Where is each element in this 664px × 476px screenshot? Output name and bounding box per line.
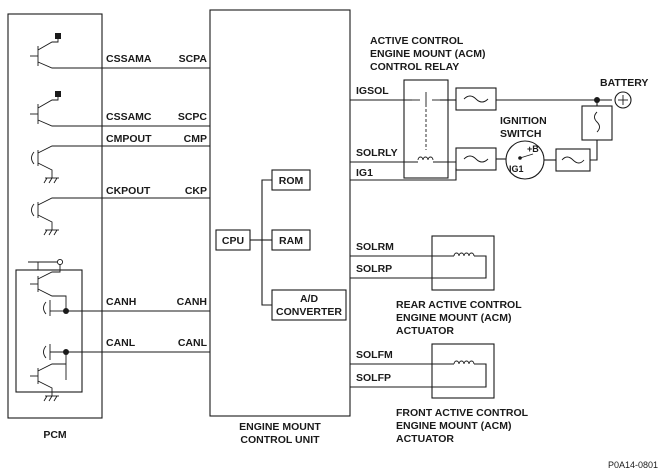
pcm-transistor-cssamc — [30, 91, 102, 127]
fuse-solrly-element — [463, 155, 489, 163]
rear-actuator-label-line2: ENGINE MOUNT (ACM) — [396, 312, 512, 324]
power-wiring — [350, 87, 612, 181]
ecu-label-line1: ENGINE MOUNT — [239, 421, 321, 433]
ecu-pin-igsol: IGSOL — [356, 85, 389, 97]
ecu-pin-solfp: SOLFP — [356, 372, 391, 384]
fuse-ignition-element — [561, 156, 585, 164]
ecu-pin-ig1: IG1 — [356, 167, 373, 179]
front-actuator-label-line2: ENGINE MOUNT (ACM) — [396, 420, 512, 432]
ignition-label-line1: IGNITION — [500, 115, 547, 127]
battery-label: BATTERY — [600, 77, 648, 89]
cpu-label: CPU — [222, 235, 244, 247]
relay-label-line1: ACTIVE CONTROL — [370, 35, 464, 47]
ecu-pin-canh: CANH — [177, 296, 207, 308]
pcm-pin-cssama: CSSAMA — [106, 53, 152, 65]
ecu-left-pin-labels: SCPA SCPC CMP CKP CANH CANL — [177, 53, 208, 349]
rear-actuator-housing — [431, 235, 495, 291]
front-actuator-housing — [431, 343, 495, 399]
relay-label-line2: ENGINE MOUNT (ACM) — [370, 48, 486, 60]
adc-block — [271, 289, 347, 321]
rear-actuator-label-line1: REAR ACTIVE CONTROL — [396, 299, 522, 311]
ecu-pin-solfm: SOLFM — [356, 349, 393, 361]
ignition-term-b: +B — [527, 144, 539, 154]
front-actuator-label-line3: ACTUATOR — [396, 433, 454, 445]
ecu-pin-scpc: SCPC — [178, 111, 208, 123]
rom-label: ROM — [279, 175, 304, 187]
adc-label-line2: CONVERTER — [276, 306, 342, 318]
pcm-can-transceiver-box — [15, 269, 83, 393]
internal-bus — [261, 179, 272, 306]
rear-actuator-coil — [453, 252, 475, 257]
ecu-pin-solrly: SOLRLY — [356, 147, 398, 159]
adc-label-line1: A/D — [300, 293, 319, 305]
rear-actuator-label-line3: ACTUATOR — [396, 325, 454, 337]
ecu-right-pin-labels: IGSOL SOLRLY IG1 SOLRM SOLRP SOLFM SOLFP — [356, 85, 398, 384]
pcm-can-transistors — [28, 258, 69, 402]
ecu-pin-cmp: CMP — [184, 133, 207, 145]
battery-fuse — [581, 100, 613, 161]
battery-fuse-element — [594, 111, 600, 133]
battery: BATTERY — [600, 77, 648, 109]
front-actuator-label-line1: FRONT ACTIVE CONTROL — [396, 407, 529, 419]
pcm-label: PCM — [43, 429, 67, 441]
pcm-pin-canl: CANL — [106, 337, 136, 349]
relay-label-line3: CONTROL RELAY — [370, 61, 459, 73]
ecu-block: ENGINE MOUNT CONTROL UNIT CPU ROM RAM A/… — [209, 9, 351, 446]
reference-code: P0A14-0801 — [608, 460, 658, 470]
ecu-pin-ckp: CKP — [185, 185, 207, 197]
ecu-label-line2: CONTROL UNIT — [240, 434, 320, 446]
front-acm-actuator: FRONT ACTIVE CONTROL ENGINE MOUNT (ACM) … — [350, 343, 529, 445]
rear-acm-actuator: REAR ACTIVE CONTROL ENGINE MOUNT (ACM) A… — [350, 235, 522, 337]
relay-coil — [417, 156, 434, 161]
pcm-block: PCM — [7, 13, 103, 441]
ignition-switch: IGNITION SWITCH +B IG1 — [500, 115, 591, 180]
ecu-pin-canl: CANL — [178, 337, 208, 349]
pcm-transistor-cssama — [30, 33, 102, 69]
ecu-outline — [209, 9, 351, 417]
pcm-pin-canh: CANH — [106, 296, 136, 308]
pcm-transistor-cmpout — [31, 145, 102, 184]
ecu-pin-scpa: SCPA — [179, 53, 208, 65]
battery-fuse-box — [581, 105, 613, 141]
ignition-term-ig1: IG1 — [509, 164, 524, 174]
pcm-pin-labels: CSSAMA CSSAMC CMPOUT CKPOUT CANH CANL — [106, 53, 152, 349]
ecu-pin-solrp: SOLRP — [356, 263, 392, 275]
ecu-pin-solrm: SOLRM — [356, 241, 394, 253]
fuse-igsol-element — [463, 95, 489, 103]
pcm-pin-cssamc: CSSAMC — [106, 111, 152, 123]
pcm-ecu-wiring — [66, 67, 210, 353]
ram-label: RAM — [279, 235, 303, 247]
pcm-transistor-ckpout — [31, 197, 102, 236]
ignition-label-line2: SWITCH — [500, 128, 541, 140]
pcm-pin-ckpout: CKPOUT — [106, 185, 151, 197]
pcm-pin-cmpout: CMPOUT — [106, 133, 152, 145]
front-actuator-coil — [453, 360, 475, 365]
